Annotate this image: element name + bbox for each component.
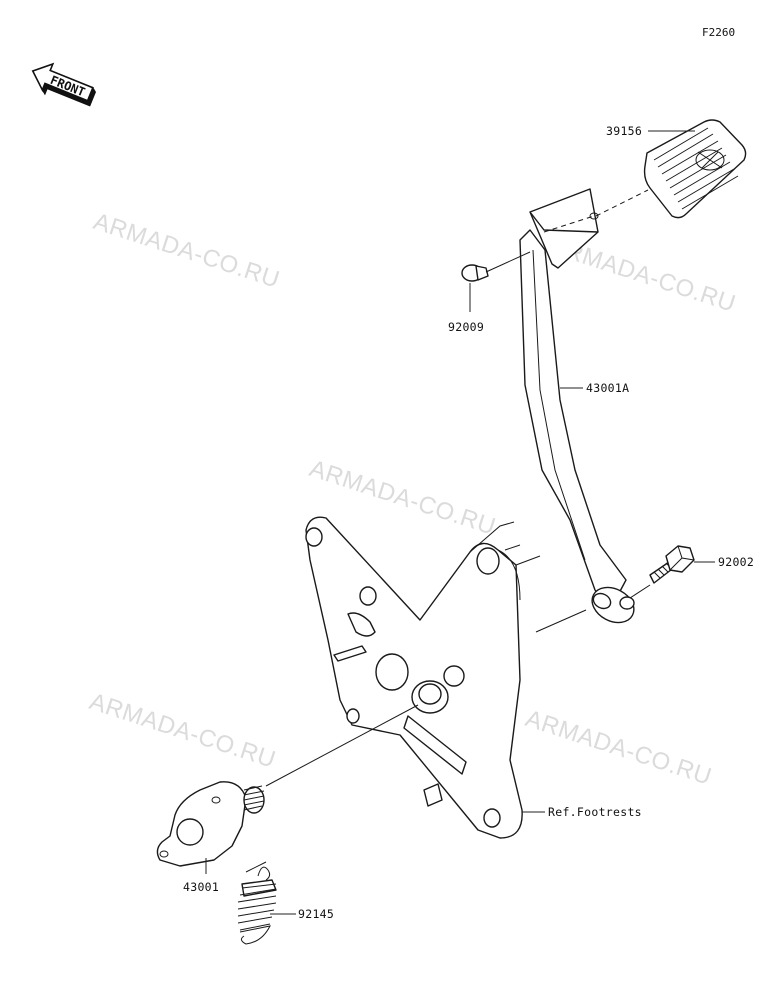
part-label-spring: 92145 <box>298 907 334 921</box>
pedal-lever <box>156 781 265 867</box>
part-label-reference: Ref.Footrests <box>548 805 642 819</box>
watermark-text: ARMADA-CO.RU <box>90 208 283 294</box>
bolt <box>649 545 695 584</box>
part-label-lever: 43001 <box>183 880 219 894</box>
watermark-text: ARMADA-CO.RU <box>522 705 715 791</box>
brake-pedal <box>519 188 635 624</box>
return-spring <box>237 861 277 945</box>
pedal-pad <box>643 119 747 219</box>
part-label-brake-pedal: 43001A <box>586 381 629 395</box>
figure-code: F2260 <box>702 26 735 39</box>
part-label-washer: 92009 <box>448 320 484 334</box>
front-arrow-icon: FRONT <box>31 62 97 107</box>
part-label-bolt: 92002 <box>718 555 754 569</box>
washer <box>461 264 489 282</box>
footrest-bracket <box>305 516 541 839</box>
part-label-pedal-pad: 39156 <box>606 124 642 138</box>
watermark-text: ARMADA-CO.RU <box>86 688 279 774</box>
